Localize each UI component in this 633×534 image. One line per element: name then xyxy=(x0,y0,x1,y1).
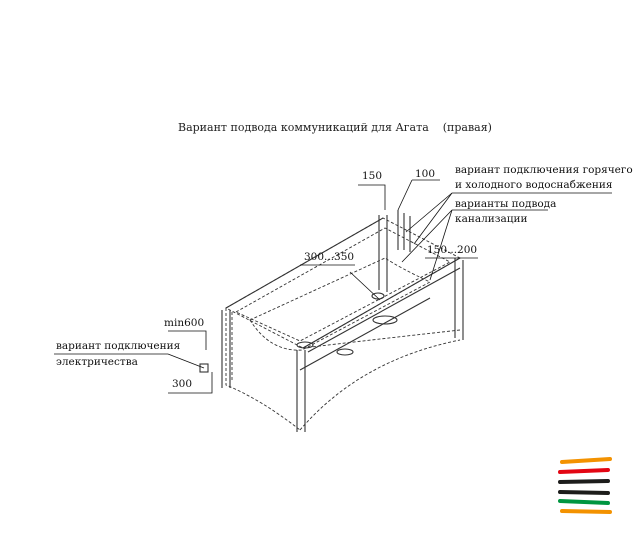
leg-front-right xyxy=(296,350,306,432)
dim-min600-label: min600 xyxy=(164,317,205,329)
diagram-title: Вариант подвода коммуникаций для Агата (… xyxy=(178,121,492,134)
dim-150-200-label: 150...200 xyxy=(427,244,478,256)
dim-300-350-label: 300...350 xyxy=(304,251,355,263)
drain-label-line1: варианты подвода xyxy=(455,198,557,210)
tub-rim xyxy=(225,217,461,349)
dim-300-label: 300 xyxy=(172,378,193,390)
water-supply-label-line1: вариант подключения горячего xyxy=(455,164,633,176)
leg-front-left xyxy=(221,310,231,388)
electricity-label-line2: электричества xyxy=(56,356,138,368)
water-supply-label-line2: и холодного водоснабжения xyxy=(455,179,613,191)
leg-back-left xyxy=(378,215,388,292)
electricity-label-line1: вариант подключения xyxy=(56,340,181,352)
dim-150-label: 150 xyxy=(362,170,383,182)
brand-logo-icon xyxy=(558,457,612,514)
dim-100-label: 100 xyxy=(415,168,436,180)
drain-label-line2: канализации xyxy=(455,213,528,225)
